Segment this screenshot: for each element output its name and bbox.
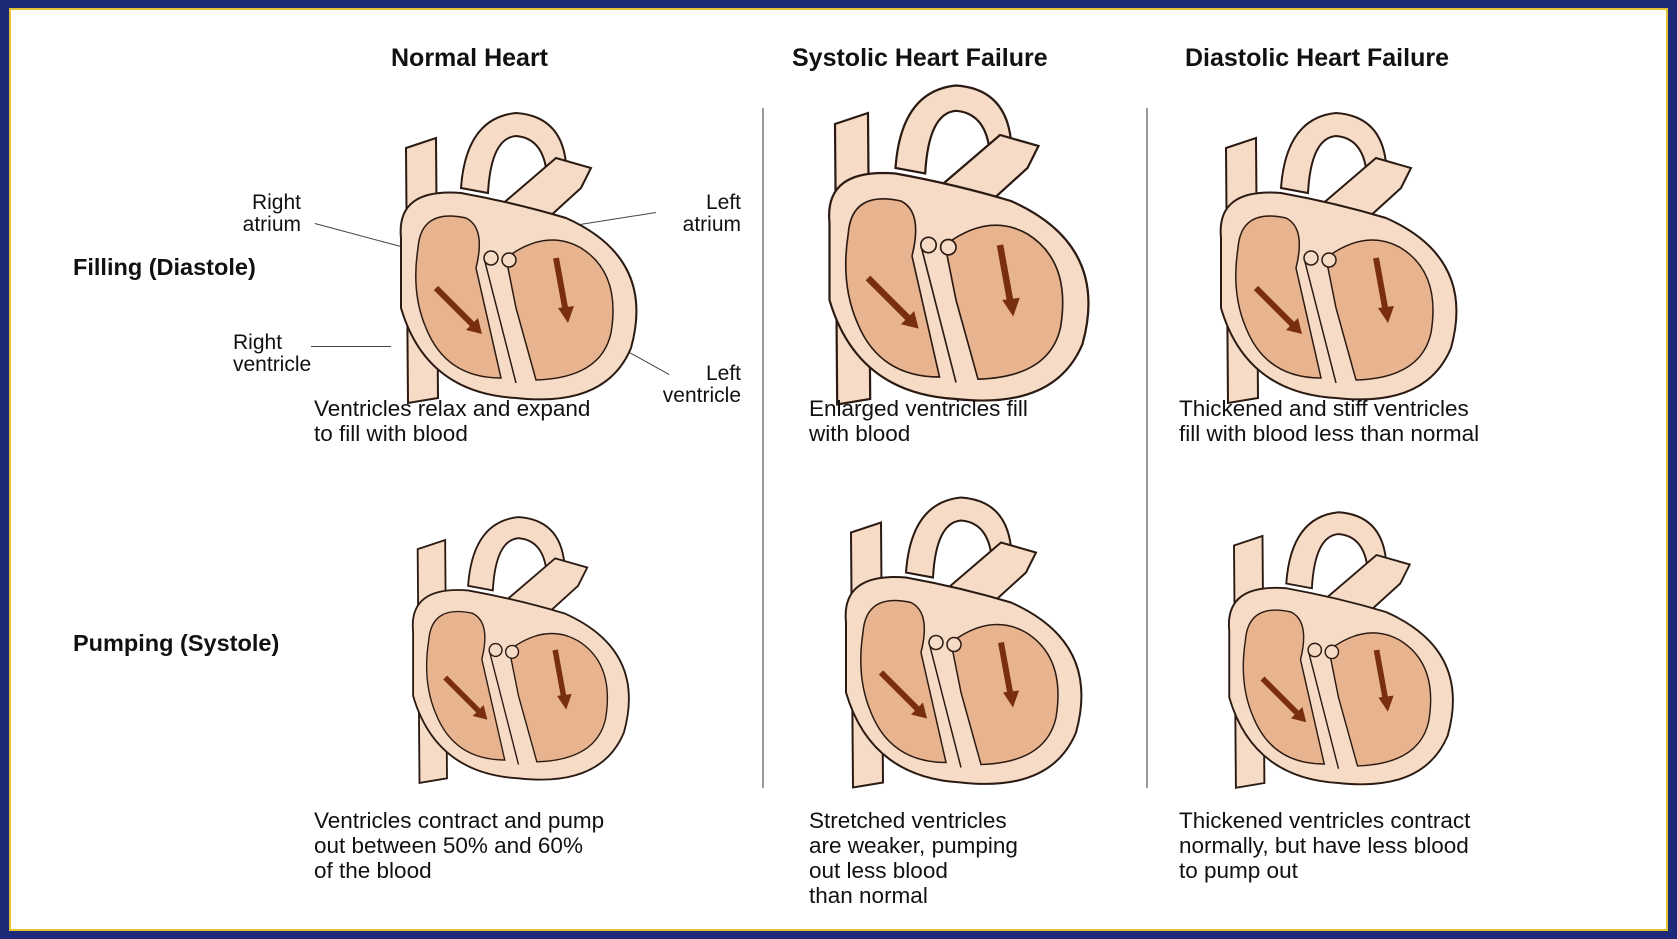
- valve: [1325, 645, 1338, 658]
- caption-diastolic-pumping: Thickened ventricles contract normally, …: [1179, 808, 1470, 883]
- heart-illustration-systolic-filling: [791, 80, 1121, 410]
- caption-systolic-pumping: Stretched ventricles are weaker, pumping…: [809, 808, 1018, 908]
- label-right-ventricle: Right ventricle: [233, 332, 353, 376]
- heart-illustration-normal-filling: [366, 108, 666, 408]
- column-heading-systolic-heart-failure: Systolic Heart Failure: [792, 44, 1048, 73]
- row-label-filling-diastole: Filling (Diastole): [73, 254, 256, 281]
- valve: [929, 636, 943, 650]
- valve: [484, 251, 498, 265]
- column-heading-diastolic-heart-failure: Diastolic Heart Failure: [1185, 44, 1449, 73]
- valve: [506, 645, 519, 658]
- valve: [947, 638, 961, 652]
- heart-illustration-diastolic-pumping: [1196, 505, 1481, 795]
- heart-illustration-systolic-pumping: [811, 490, 1111, 795]
- diagram-panel: Normal Heart Systolic Heart Failure Dias…: [11, 10, 1666, 929]
- heart-illustration-normal-pumping: [381, 505, 656, 795]
- valve: [489, 644, 502, 657]
- valve: [921, 237, 936, 252]
- caption-normal-filling: Ventricles relax and expand to fill with…: [314, 396, 590, 446]
- column-divider-2: [1146, 108, 1148, 788]
- caption-diastolic-filling: Thickened and stiff ventricles fill with…: [1179, 396, 1479, 446]
- valve: [941, 240, 956, 255]
- valve: [502, 253, 516, 267]
- column-heading-normal-heart: Normal Heart: [391, 44, 548, 73]
- column-divider-1: [762, 108, 764, 788]
- caption-systolic-filling: Enlarged ventricles fill with blood: [809, 396, 1028, 446]
- row-label-pumping-systole: Pumping (Systole): [73, 630, 279, 657]
- caption-normal-pumping: Ventricles contract and pump out between…: [314, 808, 604, 883]
- heart-illustration-diastolic-filling: [1186, 108, 1486, 408]
- valve: [1304, 251, 1318, 265]
- valve: [1322, 253, 1336, 267]
- valve: [1308, 643, 1321, 656]
- label-right-atrium: Right atrium: [211, 192, 301, 236]
